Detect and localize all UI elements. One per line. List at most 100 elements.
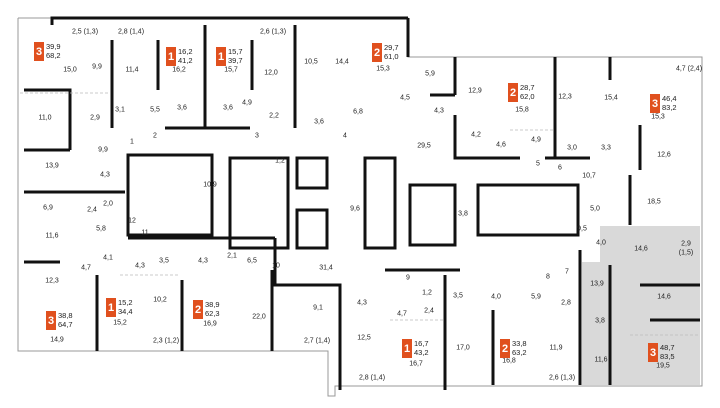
room-area-label: 16,2 [172,66,186,74]
room-area-label: 3,6 [177,104,187,112]
room-area-label: 12,3 [45,277,59,285]
room-area-label: 15,3 [376,65,390,73]
room-area-label: 5,0 [590,205,600,213]
room-area-label: 3,3 [601,144,611,152]
room-area-label: 2,7 (1,4) [303,337,331,345]
room-area-label: 2,0 [103,200,113,208]
room-area-label: 4,7 [81,264,91,272]
room-area-label: 14,4 [335,58,349,66]
room-area-label: 4,0 [596,239,606,247]
room-area-label: 3,8 [458,210,468,218]
room-area-label: 3,5 [453,292,463,300]
room-area-label: 15,0 [63,66,77,74]
room-area-label: 12 [128,217,136,225]
room-count-badge: 2 [372,43,382,62]
room-count-badge: 1 [216,47,226,66]
room-count-badge: 3 [650,94,660,113]
room-area-label: 4,9 [531,136,541,144]
room-area-label: 2,6 (1,3) [259,28,287,36]
room-area-label: 12,9 [468,87,482,95]
room-area-label: 14,6 [657,293,671,301]
room-area-label: 14,6 [634,245,648,253]
room-area-label: 2,5 (1,3) [71,28,99,36]
room-area-label: 16,9 [203,320,217,328]
room-area-label: 11,6 [45,232,59,240]
living-area: 15,7 [228,47,243,56]
room-area-label: 4,0 [491,293,501,301]
room-area-label: 5,8 [96,225,106,233]
room-area-label: 4,7 (2,4) [675,65,703,73]
room-count-badge: 3 [34,42,44,61]
room-area-label: 9,1 [313,304,323,312]
room-area-label: 3,8 [595,317,605,325]
room-area-label: 9,9 [92,63,102,71]
room-area-label: 16,7 [409,360,423,368]
room-count-badge: 3 [648,343,658,362]
room-area-label: 5 [536,160,540,168]
room-area-label: 4,3 [357,299,367,307]
room-area-label: 1,2 [422,289,432,297]
room-area-label: 13,9 [45,162,59,170]
room-area-label: 17,0 [456,344,470,352]
room-count-badge: 2 [193,300,203,319]
room-area-label: 3,1 [115,106,125,114]
room-area-label: 11,6 [594,356,608,364]
room-area-label: 2,8 (1,4) [117,28,145,36]
total-area: 64,7 [58,319,73,329]
room-area-label: (1,5) [678,249,694,257]
total-area: 62,3 [205,308,220,318]
room-area-label: 6,9 [43,204,53,212]
room-area-label: 4,5 [400,94,410,102]
room-count-badge: 3 [46,311,56,330]
total-area: 34,4 [118,306,133,316]
room-area-label: 3,5 [159,257,169,265]
room-area-label: 8 [546,273,550,281]
room-area-label: 9 [406,274,410,282]
room-area-label: 10,7 [582,172,596,180]
room-area-label: 10,9 [203,181,217,189]
room-count-badge: 1 [106,298,116,317]
room-area-label: 3,6 [223,104,233,112]
room-area-label: 5,9 [531,293,541,301]
room-area-label: 10,5 [304,58,318,66]
room-area-label: 4 [343,132,347,140]
room-area-label: 12,0 [264,69,278,77]
room-count-badge: 1 [166,47,176,66]
room-area-label: 14,9 [50,336,64,344]
total-area: 41,2 [178,55,193,65]
room-area-label: 2,8 [561,299,571,307]
room-area-label: 2,9 [90,114,100,122]
room-area-label: 5,9 [425,70,435,78]
room-area-label: 4,6 [496,141,506,149]
room-area-label: 4,3 [135,262,145,270]
room-area-label: 7 [565,268,569,276]
room-area-label: 29,5 [417,142,431,150]
living-area: 16,7 [414,339,429,348]
room-area-label: 4,9 [242,99,252,107]
living-area: 46,4 [662,94,677,103]
room-area-label: 6,8 [353,108,363,116]
room-area-label: 13,9 [590,280,604,288]
